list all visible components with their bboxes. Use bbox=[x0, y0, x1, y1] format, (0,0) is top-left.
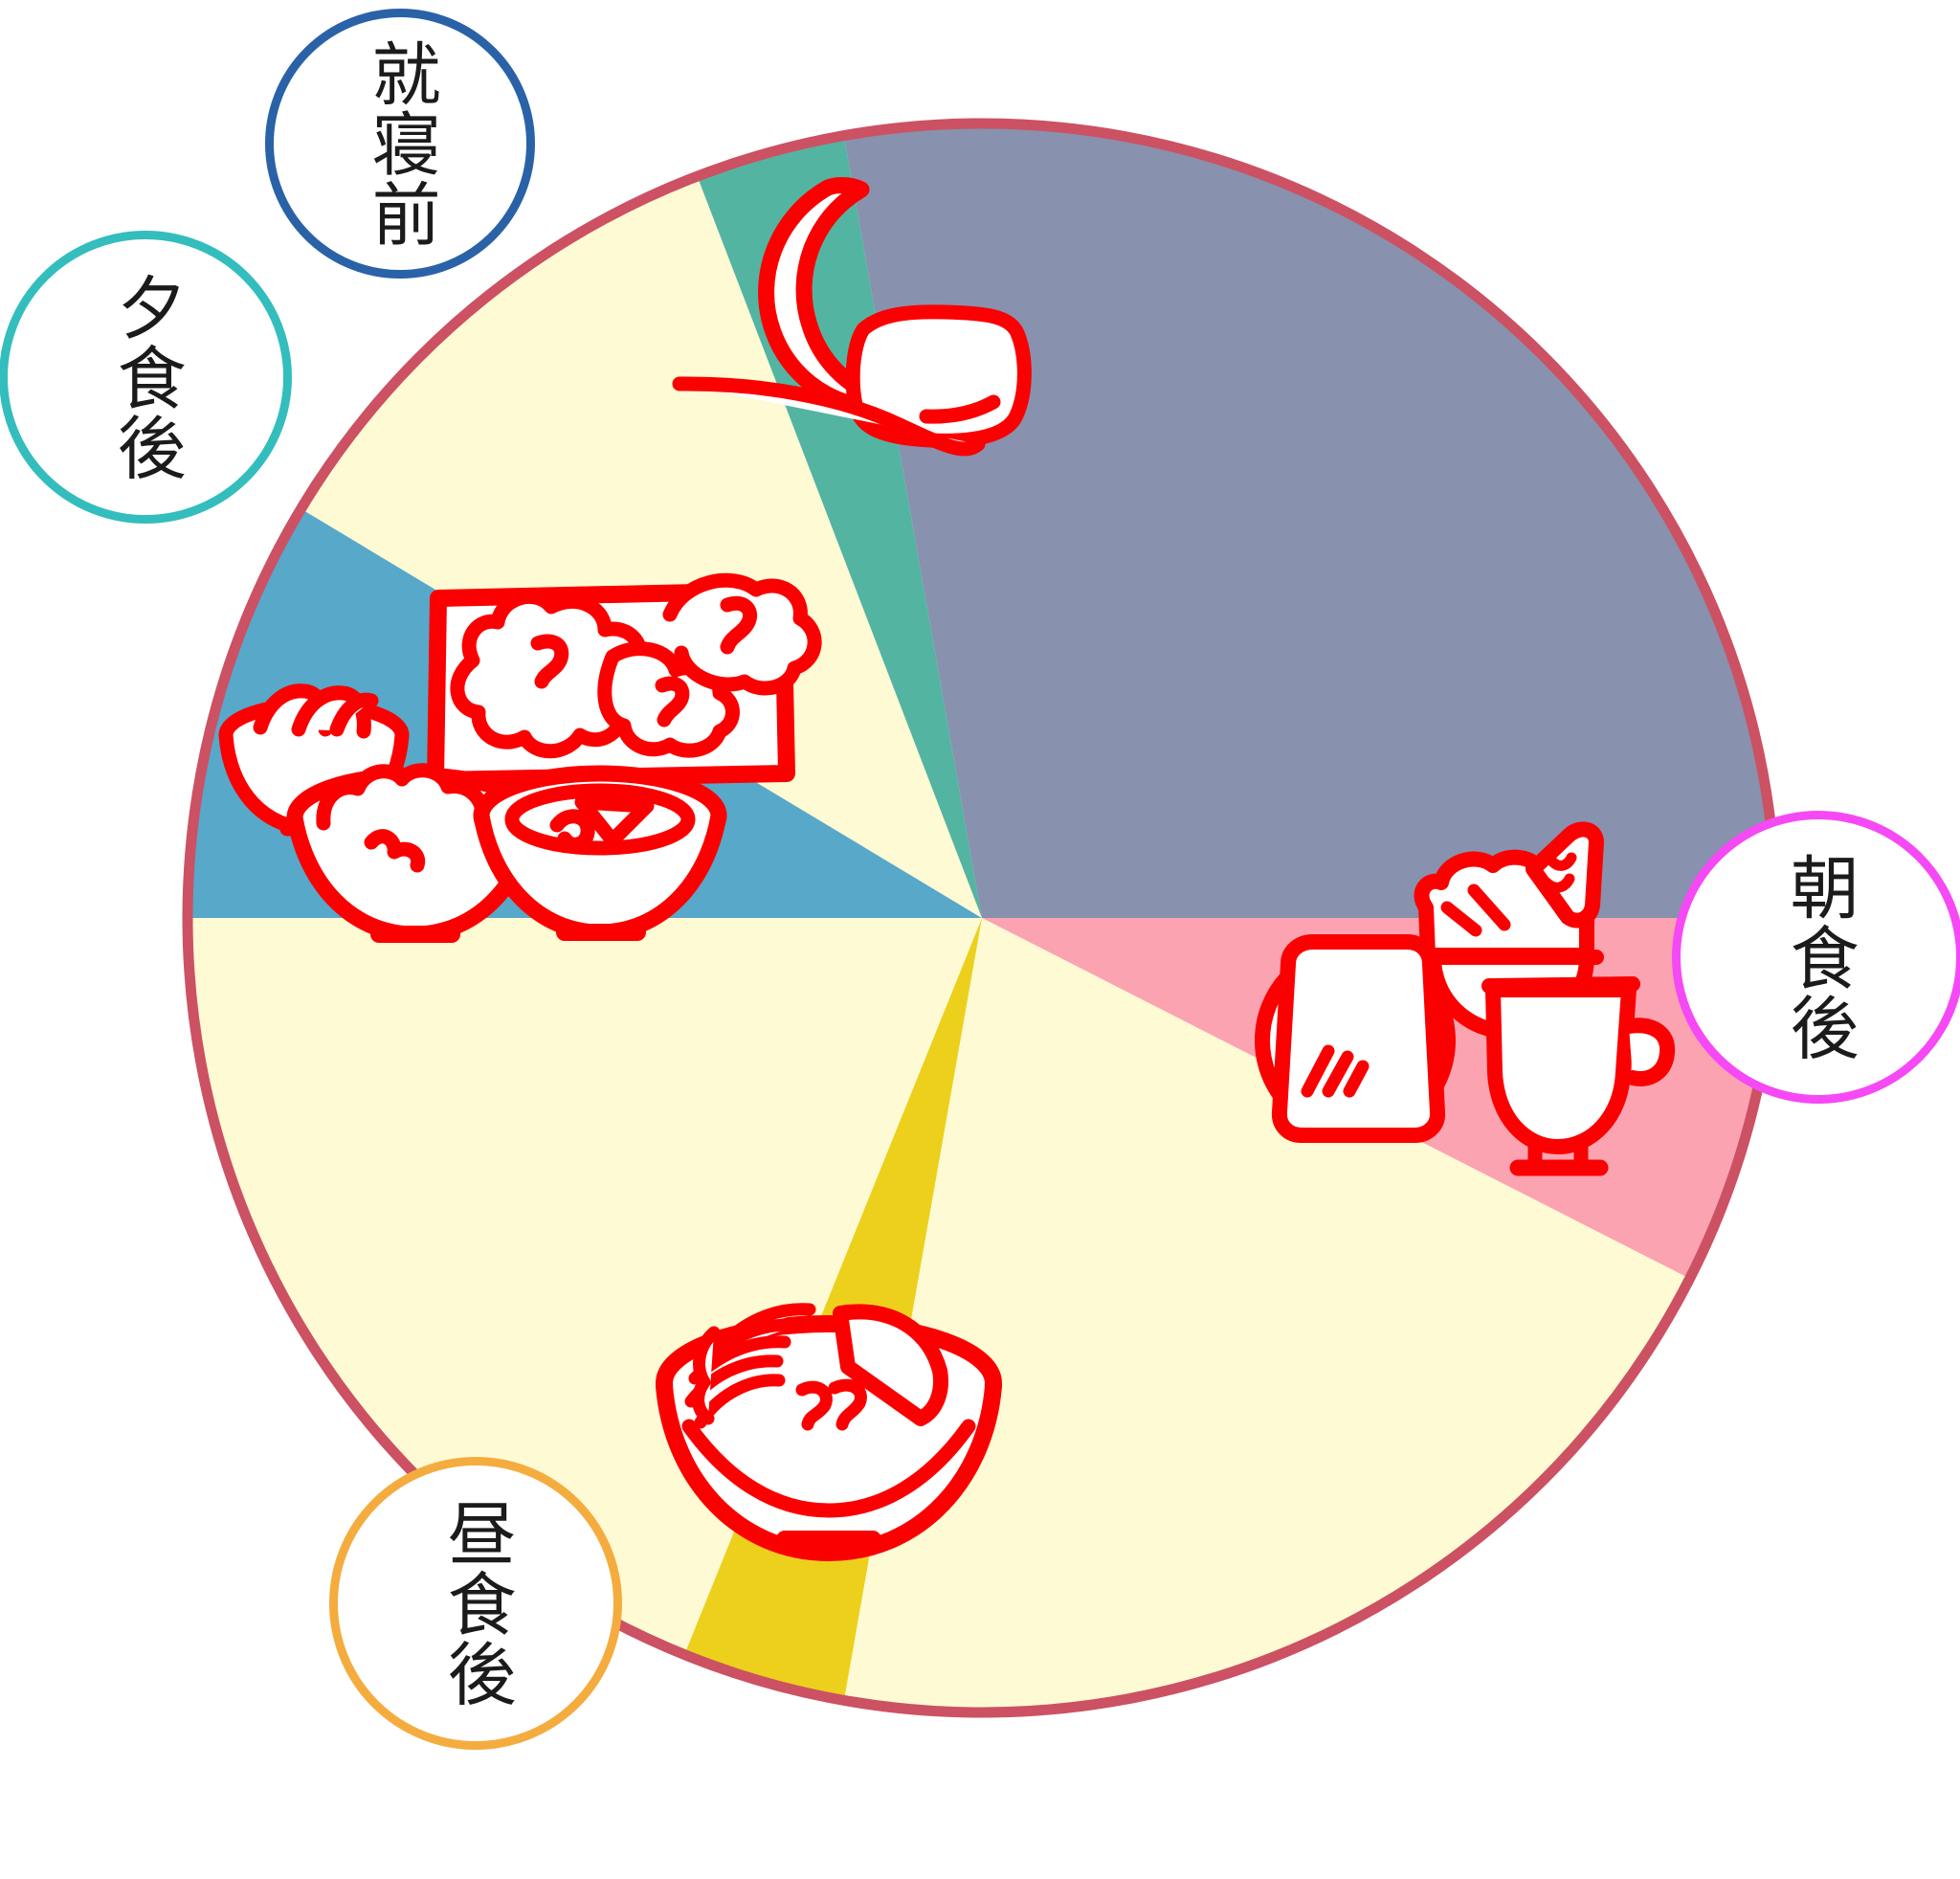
badge-after-dinner-label: 夕食後 bbox=[105, 271, 187, 483]
slice-夜 bbox=[287, 161, 983, 919]
badge-after-breakfast[interactable]: 朝食後 bbox=[1672, 811, 1960, 1104]
slice-就寝 bbox=[840, 123, 1776, 918]
badge-after-lunch-label: 昼食後 bbox=[435, 1497, 517, 1710]
slice-午後 bbox=[188, 918, 982, 1669]
badge-after-dinner[interactable]: 夕食後 bbox=[0, 231, 292, 524]
toast-icon bbox=[1255, 934, 1456, 1143]
badge-before-bed[interactable]: 就寝前 bbox=[265, 9, 535, 279]
rice-bowl-icon bbox=[286, 763, 543, 943]
pillow-icon bbox=[672, 304, 1032, 457]
teacup-icon bbox=[1481, 976, 1676, 1176]
badge-after-breakfast-label: 朝食後 bbox=[1778, 851, 1860, 1063]
badge-before-bed-label: 就寝前 bbox=[360, 37, 441, 250]
main-plate-icon bbox=[427, 572, 822, 789]
miso-soup-bowl-icon bbox=[473, 765, 727, 941]
ramen-bowl-icon bbox=[656, 1303, 1002, 1561]
badge-after-lunch[interactable]: 昼食後 bbox=[329, 1457, 622, 1750]
